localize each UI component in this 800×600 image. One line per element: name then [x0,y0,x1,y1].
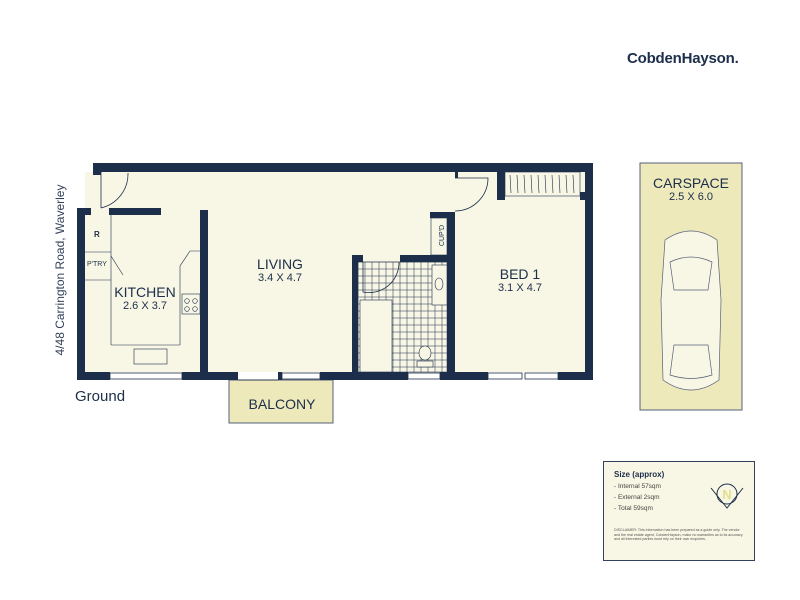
north-compass-icon: N [710,483,744,509]
cooktop-icon [181,293,201,315]
size-row: - External 2sqm [614,494,660,501]
doors [100,172,489,381]
sink-icon [133,348,168,365]
fridge-label: R [94,230,100,239]
wardrobe [504,171,581,197]
room-name: KITCHEN [114,284,176,300]
cupboard [430,217,448,256]
shower [359,299,393,373]
car-icon [660,230,722,391]
room-name: LIVING [257,256,303,272]
room-name: BED 1 [499,266,541,282]
compass-label: N [722,487,731,502]
level-label: Ground [75,388,126,405]
room-dims: 2.6 X 3.7 [122,300,168,312]
room-living: LIVING 3.4 X 4.7 [257,256,303,284]
room-bed1: BED 1 3.1 X 4.7 [498,266,542,294]
room-balcony: BALCONY [249,396,316,412]
balcony-area [228,379,334,424]
size-info-box: Size (approx) - Internal 57sqm - Externa… [603,461,755,561]
room-kitchen: KITCHEN 2.6 X 3.7 [114,284,175,312]
room-name: CARSPACE [653,175,729,191]
room-dims: 3.1 X 4.7 [497,282,543,294]
pantry-label: P'TRY [87,261,107,268]
room-dims: 2.5 X 6.0 [668,191,714,203]
size-title: Size (approx) [614,470,665,479]
room-dims: 3.4 X 4.7 [257,272,303,284]
size-row: - Internal 57sqm [614,483,661,490]
property-address: 4/48 Carrington Road, Waverley [53,184,67,356]
brand-logo: CobdenHayson. [627,50,739,67]
disclaimer: DISCLAIMER: This information has been pr… [614,528,743,542]
room-carspace: CARSPACE 2.5 X 6.0 [653,175,729,203]
kitchen-fixtures [85,215,448,368]
toilet-icon [418,345,432,361]
vanity-icon [431,264,448,306]
windows [109,372,559,380]
walls [77,163,593,380]
size-row: - Total 59sqm [614,505,653,512]
room-name: BALCONY [248,396,316,412]
cupboard-label: CUP'D [439,224,447,247]
